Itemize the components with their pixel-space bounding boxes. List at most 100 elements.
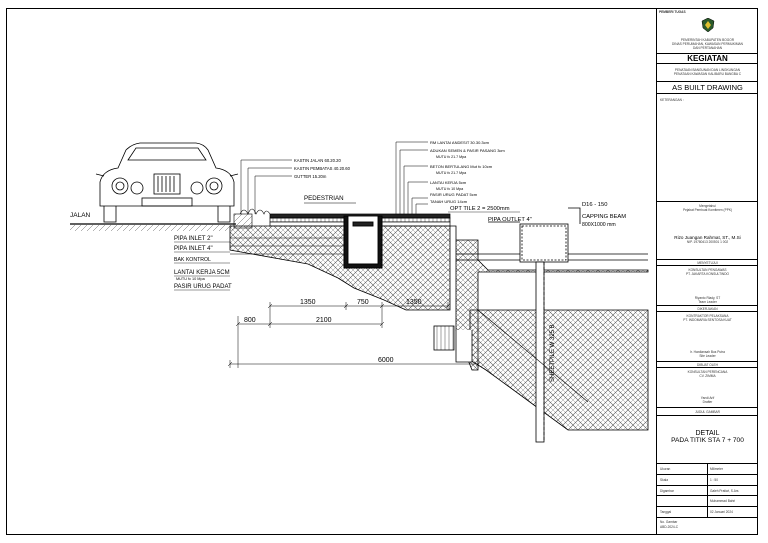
callout-kastin-pembatas: KASTIN PEMBATAS 40.20.60 (294, 166, 351, 171)
sheet-border (6, 8, 758, 535)
car-illustration (95, 142, 239, 223)
dikerjakan-label: DIKERJAKAN (697, 307, 718, 311)
info-row: Ukuran Milimeter (657, 464, 758, 475)
konsultan-name: Riyanto Riady, ST (694, 296, 721, 300)
outlet-and-capping (456, 207, 648, 263)
drain-box (343, 215, 383, 269)
judul-label: JUDUL GAMBAR (695, 410, 720, 414)
info-value: 02 Januari 2024 (710, 510, 733, 515)
label-bak-kontrol: BAK KONTROL (174, 257, 211, 263)
no-gambar-section: No. Gambar ABD-2024-C (657, 518, 758, 535)
dikerjakan-row: DIKERJAKAN (657, 306, 758, 312)
left-callout-lines (240, 159, 292, 214)
info-row: Tanggal 02 Januari 2024 (657, 507, 758, 518)
drafter-role: Drafter (702, 400, 713, 404)
backfill-soil (229, 225, 649, 371)
capping-beam-label: CAPPING BEAM (582, 214, 626, 220)
info-key: Tanggal (660, 510, 672, 515)
kontraktor-section: KONTRAKTOR PELAKSANA PT. INDOMARIA SENTO… (657, 312, 758, 362)
sheetpile-label: SHEETPILE W 325 B (550, 324, 556, 382)
kegiatan-text-2: PENATAAN KAWASAN KALIBARU BANGBA C (673, 72, 742, 76)
callout-lantai-kerja: LANTAI KERJA 5cm (430, 180, 467, 185)
kegiatan-text-1: PENATAAN BANGUNAN DAN LINGKUNGAN (674, 68, 741, 72)
kontraktor-role: Site Leader (699, 354, 716, 358)
dim-750: 750 (357, 299, 369, 306)
no-gambar-value: ABD-2024-C (660, 525, 679, 529)
right-callout-lines (395, 141, 428, 215)
lower-left-labels: PIPA INLET 2" PIPA INLET 4" BAK KONTROL … (174, 236, 232, 291)
agency-line-2: DINAS PERUMAHAN, KAWASAN PERMUKIMAN (672, 42, 743, 46)
callout-adukan: ADUKAN SEMEN & PASIR PASANG 3cm (430, 148, 505, 153)
info-value: Muhammad Bahri (710, 499, 736, 504)
callout-kastin-jalan: KASTIN JALAN 60.20.20 (294, 158, 341, 163)
info-key: Ukuran (660, 467, 671, 471)
pipa-outlet-label: PIPA OUTLET 4" (488, 217, 532, 223)
judul-section: DETAIL PADA TITIK STA 7 + 700 (657, 416, 758, 464)
kegiatan-label: KEGIATAN (687, 54, 728, 63)
callout-tanah: TANAH URUG 14cm (430, 199, 468, 204)
jalan-label: JALAN (70, 212, 91, 219)
capping-dim-label: 800X1000 mm (582, 222, 616, 228)
dim-800: 800 (244, 317, 256, 324)
menyetujui-row: MENYETUJUI (657, 260, 758, 266)
pemberi-tugas-label: PEMBERI TUGAS (659, 10, 686, 14)
ppk-name: Rizo Juangan Rahmat, ST., M.Si (674, 235, 741, 240)
kegiatan-header: KEGIATAN (657, 54, 758, 64)
kontraktor-pt: PT. INDOMARIA SENTOSA KUAT (683, 318, 732, 322)
diperiksa-row: DIBUAT OLEH (657, 362, 758, 368)
kerb-planter (233, 208, 271, 229)
rebar-label: D16 - 150 (582, 202, 607, 208)
keterangan-section: KETERANGAN : (657, 94, 758, 202)
judul-2: PADA TITIK STA 7 + 700 (671, 437, 744, 444)
drafter-pt: KONSULTAN PERENCANA (687, 370, 728, 374)
callout-mutu-2: MUTU fc 21.7 Mpa (436, 171, 466, 175)
road-surface (70, 223, 236, 231)
callout-mutu-1: MUTU fc 21.7 Mpa (436, 155, 466, 159)
info-divider (707, 496, 708, 507)
label-mutu: MUTU fc 10 Mpa (176, 277, 206, 281)
section-drawing: JALAN KASTIN JALAN 60.20.20 KASTIN PEMBA… (70, 140, 649, 443)
judul-1: DETAIL (695, 430, 720, 437)
menyetujui-label: MENYETUJUI (697, 261, 718, 265)
kontraktor-label: KONTRAKTOR PELAKSANA (686, 314, 729, 318)
mengetahui-label: Mengetahui (699, 204, 716, 208)
agency-line-1: PEMERINTAH KABUPATEN BOGOR (680, 38, 735, 42)
opt-tile-label: OPT TILE 2 = 2500mm (450, 206, 510, 212)
info-row: Muhammad Bahri (657, 496, 758, 508)
dim-1350-a: 1350 (300, 299, 316, 306)
drawing-type-row: AS BUILT DRAWING (657, 82, 758, 94)
label-pasir-urug: PASIR URUG PADAT (174, 284, 232, 290)
dim-6000: 6000 (378, 357, 394, 364)
label-lantai-kerja: LANTAI KERJA 5CM (174, 270, 230, 276)
konsultan-section: KONSULTAN PENGAWAS PT. JAKARTA KONSULTIN… (657, 266, 758, 306)
dim-2100: 2100 (316, 317, 332, 324)
diperiksa-label: DIBUAT OLEH (697, 363, 718, 367)
ppk-section: Mengetahui Pejabat Pembuat Komitmen (PPK… (657, 202, 758, 260)
pedestrian-label: PEDESTRIAN (304, 195, 344, 202)
ppk-nip: NIP. 19780413 200501 1 002 (686, 240, 729, 244)
drawing-type: AS BUILT DRAWING (672, 83, 743, 92)
embankment-slope (469, 309, 649, 431)
drafter-name: Yandi Arif (700, 396, 715, 400)
callout-lantai-andesit: RM LANTAI ANDESIT 30.30.3cm (430, 140, 490, 145)
callout-gutter: GUTTER 15.20m (294, 174, 327, 179)
regency-emblem-icon (701, 18, 715, 32)
info-value: Milimeter (710, 467, 723, 471)
pejabat-label: Pejabat Pembuat Komitmen (PPK) (682, 208, 733, 212)
konsultan-pt: PT. JAKARTA KONSULTINDO (685, 272, 730, 276)
info-divider (707, 485, 708, 496)
info-divider (707, 464, 708, 474)
info-value: Galeh Pratiwi, S.Ars (710, 488, 739, 493)
info-value: 1 : 50 (710, 477, 718, 482)
sheetpile (433, 261, 545, 443)
judul-label-row: JUDUL GAMBAR (657, 408, 758, 416)
agency-line-3: DAN PERTANAHAN (692, 46, 723, 50)
label-pipa-inlet-4: PIPA INLET 4" (174, 246, 213, 252)
dim-1350-b: 1350 (406, 299, 422, 306)
label-pipa-inlet-2: PIPA INLET 2" (174, 236, 213, 242)
drafter-section: KONSULTAN PERENCANA CV. ZIMMA Yandi Arif… (657, 368, 758, 408)
kegiatan-desc: PENATAAN BANGUNAN DAN LINGKUNGAN PENATAA… (657, 64, 758, 82)
